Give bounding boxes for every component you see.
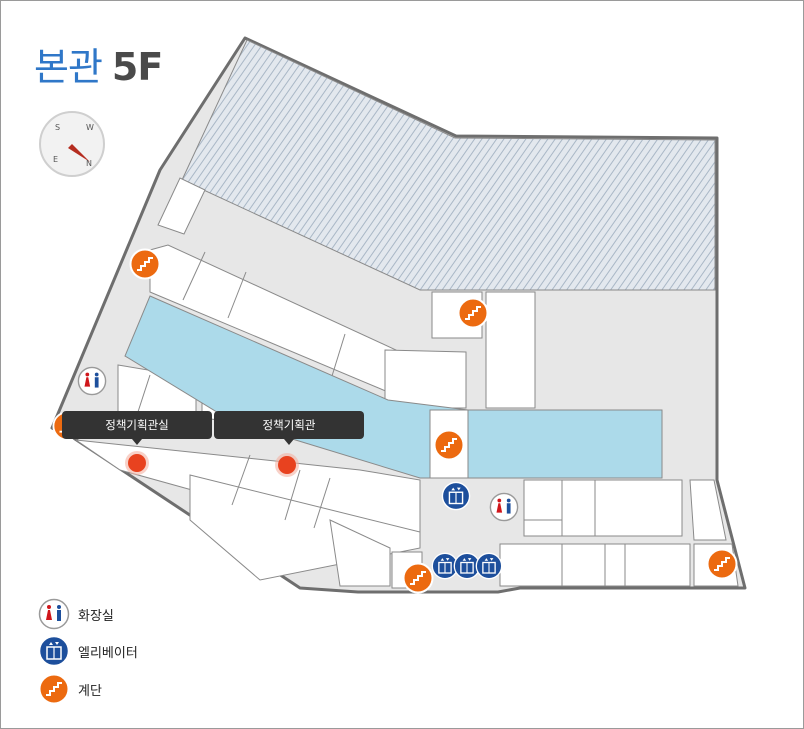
room [485,291,536,409]
elevator-icon[interactable] [475,552,503,580]
location-pin-icon[interactable] [124,450,150,476]
room [523,479,683,537]
stairs-icon[interactable] [706,548,738,580]
floor-label: 5F [111,45,163,89]
location-tooltip[interactable]: 정책기획관실 [62,411,212,445]
room [329,519,391,587]
legend-item: 화장실 [38,597,114,631]
legend-item: 엘리베이터 [38,634,138,668]
elevator-icon [38,635,70,667]
compass-letter-n: N [86,159,92,168]
compass-letter-w: W [86,123,94,132]
legend-label: 계단 [78,683,102,699]
stairs-icon[interactable] [433,429,465,461]
location-name: 정책기획관 [262,418,316,432]
restroom-icon [38,598,70,630]
legend-label: 엘리베이터 [78,645,138,661]
legend-item: 계단 [38,672,102,706]
room [384,349,467,409]
building-name: 본관 [34,45,103,89]
restroom-icon[interactable] [489,492,519,522]
location-pin-icon[interactable] [274,452,300,478]
compass-icon: S W E N [39,111,105,177]
restroom-icon[interactable] [77,366,107,396]
location-tooltip[interactable]: 정책기획관 [214,411,364,445]
compass-letter-e: E [53,155,58,164]
stairs-icon [38,673,70,705]
elevator-icon[interactable] [441,481,471,511]
room-dividers [135,251,626,586]
compass-letter-s: S [55,123,60,132]
legend-label: 화장실 [78,608,114,624]
stairs-icon[interactable] [402,562,434,594]
location-name: 정책기획관실 [105,418,169,432]
stairs-icon[interactable] [457,297,489,329]
atrium [124,295,663,479]
room [157,177,206,235]
room [689,479,727,541]
stairs-icon[interactable] [129,248,161,280]
room [499,543,691,587]
